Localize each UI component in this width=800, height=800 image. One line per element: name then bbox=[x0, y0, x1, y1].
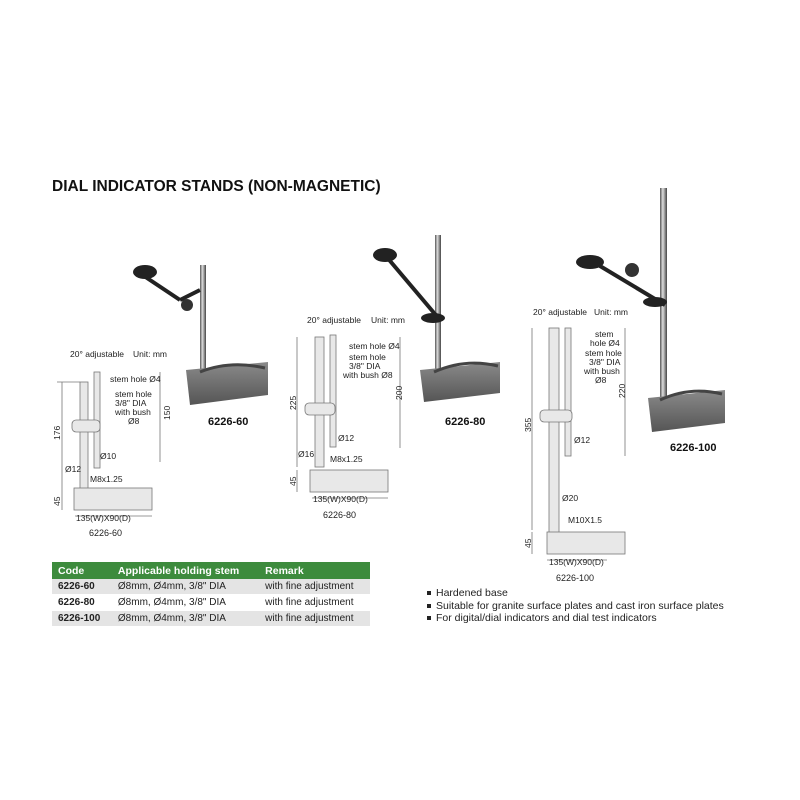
bush-label-1: with bush bbox=[115, 407, 151, 417]
cell-remark: with fine adjustment bbox=[259, 579, 370, 595]
bush-dia-label-3: Ø8 bbox=[595, 375, 607, 385]
base-size-3: 135(W)X90(D) bbox=[549, 557, 604, 567]
bush-label-2: with bush Ø8 bbox=[343, 370, 393, 380]
unit-label-1: Unit: mm bbox=[133, 349, 167, 359]
table-row: 6226-60 Ø8mm, Ø4mm, 3/8" DIA with fine a… bbox=[52, 579, 370, 595]
header-code: Code bbox=[52, 562, 112, 579]
table-row: 6226-100 Ø8mm, Ø4mm, 3/8" DIA with fine … bbox=[52, 610, 370, 627]
feature-list: Hardened base Suitable for granite surfa… bbox=[424, 587, 724, 625]
feature-item: For digital/dial indicators and dial tes… bbox=[427, 612, 724, 625]
range-dim-3: 220 bbox=[617, 383, 627, 398]
cell-remark: with fine adjustment bbox=[259, 594, 370, 611]
base-h-3: 45 bbox=[523, 538, 533, 548]
stem-label-3: stem bbox=[595, 329, 614, 339]
drawing-caption-1: 6226-60 bbox=[89, 528, 123, 538]
stem-dia-2: Ø12 bbox=[338, 433, 355, 443]
height-dim-3: 355 bbox=[523, 417, 533, 432]
feature-item: Hardened base bbox=[427, 587, 724, 600]
page-title: DIAL INDICATOR STANDS (NON-MAGNETIC) bbox=[52, 178, 381, 195]
stem-hole-dia-label-3: 3/8" DIA bbox=[589, 357, 621, 367]
unit-label-3: Unit: mm bbox=[594, 307, 628, 317]
model-label-6226-60: 6226-60 bbox=[208, 416, 249, 428]
cell-code: 6226-60 bbox=[52, 579, 112, 595]
cell-remark: with fine adjustment bbox=[259, 610, 370, 627]
spec-table: Code Applicable holding stem Remark 6226… bbox=[52, 562, 370, 627]
adjustable-label-3: 20° adjustable bbox=[533, 307, 587, 317]
unit-label-2: Unit: mm bbox=[371, 315, 405, 325]
stem-dia-3: Ø12 bbox=[574, 435, 591, 445]
stem-hole-dia-label-2: 3/8" DIA bbox=[349, 361, 381, 371]
header-remark: Remark bbox=[259, 562, 370, 579]
cell-stem: Ø8mm, Ø4mm, 3/8" DIA bbox=[111, 610, 260, 627]
drawing-6226-60 bbox=[57, 371, 161, 517]
stem-hole-label-3: stem hole bbox=[585, 348, 622, 358]
cell-code: 6226-80 bbox=[52, 594, 112, 611]
product-photo-6226-60 bbox=[133, 265, 268, 405]
adjustable-label-2: 20° adjustable bbox=[307, 315, 361, 325]
range-dim-2: 200 bbox=[394, 385, 404, 400]
table-header-row: Code Applicable holding stem Remark bbox=[52, 562, 370, 579]
stem-hole-dia-label-1: 3/8" DIA bbox=[115, 398, 147, 408]
model-label-6226-80: 6226-80 bbox=[445, 416, 486, 428]
stem-hole-4-label-1: stem hole Ø4 bbox=[110, 374, 161, 384]
stem-dia-1: Ø10 bbox=[100, 451, 117, 461]
base-h-2: 45 bbox=[288, 476, 298, 486]
range-dim-1: 150 bbox=[162, 405, 172, 420]
drawing-6226-80 bbox=[296, 334, 401, 499]
cell-stem: Ø8mm, Ø4mm, 3/8" DIA bbox=[111, 579, 260, 595]
product-photo-6226-100 bbox=[576, 188, 725, 432]
drawing-caption-3: 6226-100 bbox=[556, 573, 595, 583]
table-row: 6226-80 Ø8mm, Ø4mm, 3/8" DIA with fine a… bbox=[52, 594, 370, 611]
stem-hole-4-label-3: hole Ø4 bbox=[590, 338, 620, 348]
height-dim-2: 225 bbox=[288, 395, 298, 410]
product-photo-6226-80 bbox=[373, 235, 500, 402]
post-dia-3: Ø20 bbox=[562, 493, 579, 503]
base-size-2: 135(W)X90(D) bbox=[313, 494, 368, 504]
cell-code: 6226-100 bbox=[52, 610, 112, 627]
drawing-6226-100 bbox=[531, 327, 626, 561]
feature-item: Suitable for granite surface plates and … bbox=[427, 599, 724, 612]
stem-hole-label-2: stem hole bbox=[349, 352, 386, 362]
drawing-caption-2: 6226-80 bbox=[323, 510, 357, 520]
height-dim-1: 176 bbox=[52, 425, 62, 440]
cell-stem: Ø8mm, Ø4mm, 3/8" DIA bbox=[111, 594, 260, 611]
adjustable-label-1: 20° adjustable bbox=[70, 349, 124, 359]
thread-1: M8x1.25 bbox=[90, 474, 123, 484]
post-dia-2: Ø16 bbox=[298, 449, 315, 459]
base-h-1: 45 bbox=[52, 496, 62, 506]
model-label-6226-100: 6226-100 bbox=[670, 442, 717, 454]
thread-3: M10X1.5 bbox=[568, 515, 603, 525]
base-size-1: 135(W)X90(D) bbox=[76, 513, 131, 523]
post-dia-1: Ø12 bbox=[65, 464, 82, 474]
header-holding-stem: Applicable holding stem bbox=[111, 562, 260, 579]
thread-2: M8x1.25 bbox=[330, 454, 363, 464]
bush-dia-label-1: Ø8 bbox=[128, 416, 140, 426]
stem-hole-label-1: stem hole bbox=[115, 389, 152, 399]
bush-label-3: with bush bbox=[584, 366, 620, 376]
stem-hole-4-label-2: stem hole Ø4 bbox=[349, 341, 400, 351]
